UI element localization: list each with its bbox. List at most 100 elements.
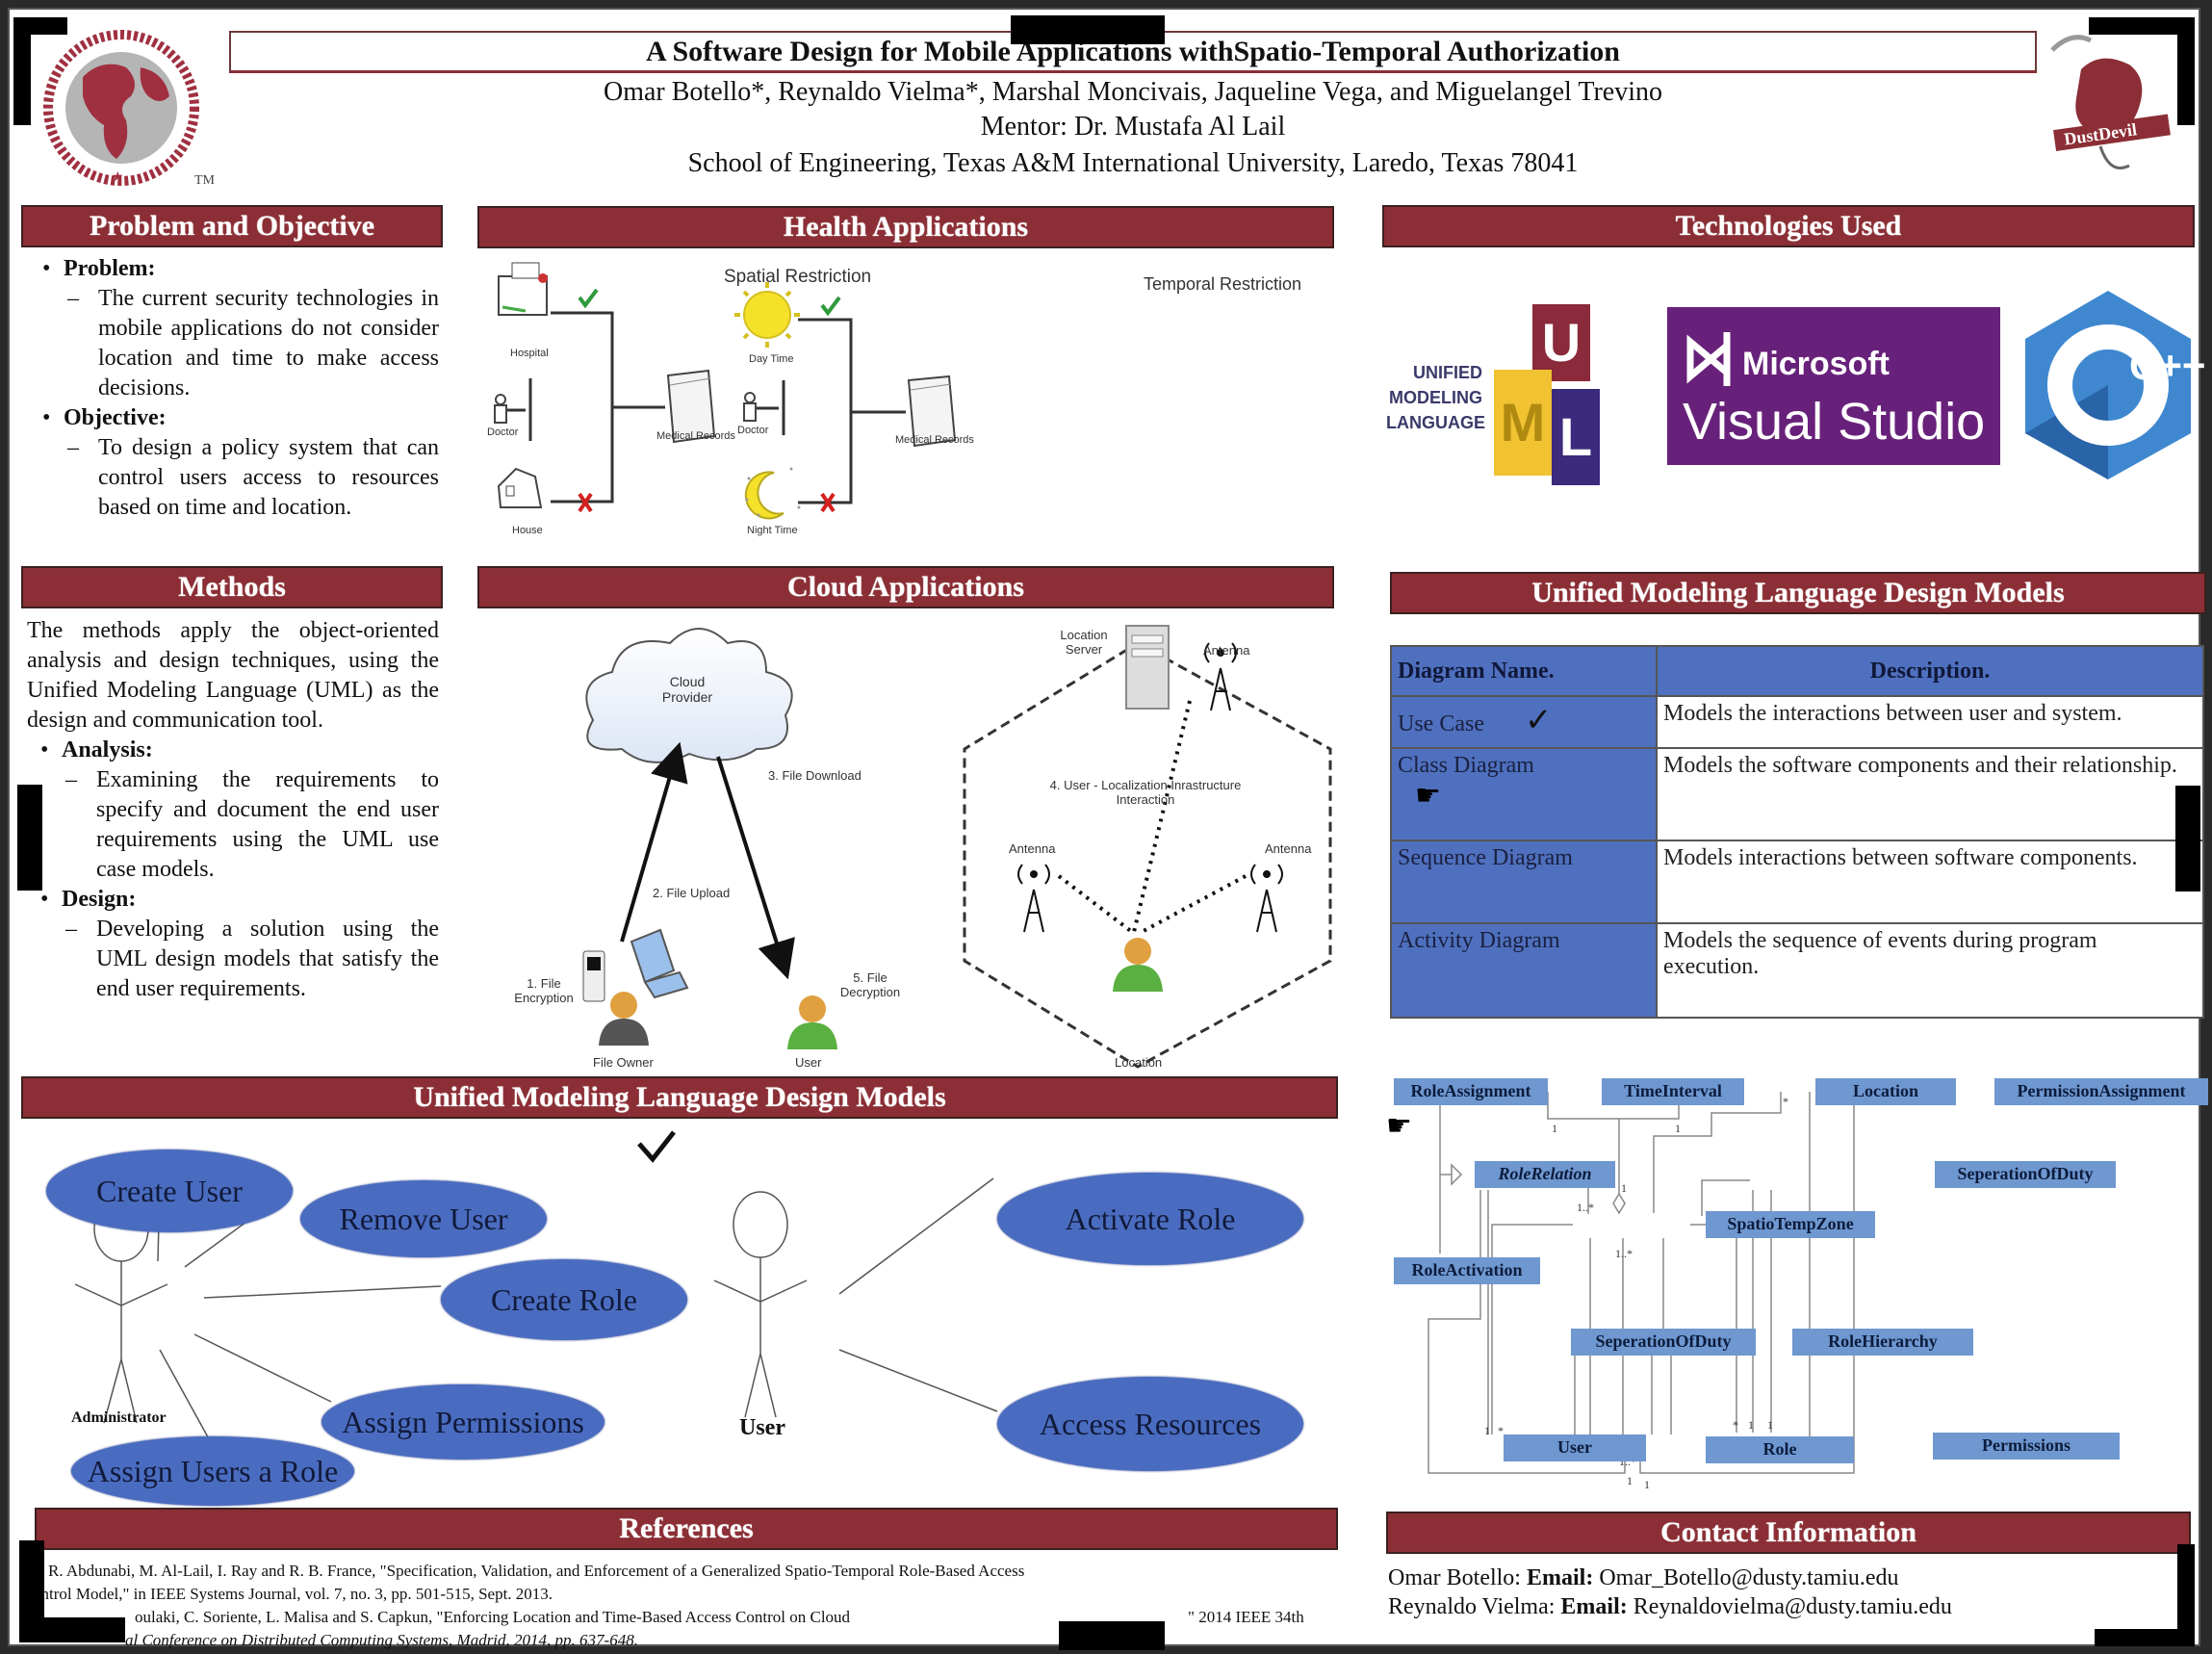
section-header-references: References [35,1508,1338,1550]
doctor-label: Doctor [737,425,769,436]
night-label: Night Time [747,525,798,536]
step-2-label: 2. File Upload [653,886,731,900]
antenna-label: Antenna [1265,841,1312,856]
reference-line: " 2014 IEEE 34th [1188,1608,1304,1626]
location-server-label: Location Server [1060,628,1108,657]
table-row: Class Diagram☛ Models the software compo… [1390,747,2204,841]
diagram-name: Activity Diagram [1390,922,1658,1019]
mentor-line: Mentor: Dr. Mustafa Al Lail [980,112,1286,142]
multiplicity: 1 [1767,1418,1773,1432]
antenna-label: Antenna [1203,643,1250,658]
step-4-label: 4. User - Localization Inrastructure Int… [1049,778,1242,807]
contact-list: Omar Botello: Email: Omar_Botello@dusty.… [1388,1564,2139,1621]
redaction-bar [1011,15,1165,44]
doctor-label: Doctor [487,426,519,438]
user-icon [787,995,837,1049]
antenna-label: Antenna [1009,841,1056,856]
methods-intro: The methods apply the object-oriented an… [27,618,439,733]
problem-text: The current security technologies in mob… [64,284,439,403]
visual-studio-logo: Microsoft Visual Studio [1667,307,2000,465]
check-icon [820,296,841,317]
class-spatio-temp-zone: SpatioTempZone [1706,1211,1875,1238]
reference-line: al Conference on Distributed Computing S… [125,1631,638,1649]
actor-label-administrator: Administrator [71,1409,167,1426]
table-header-row: Diagram Name. Description. [1390,645,2204,697]
uml-logo: UNIFIED MODELING LANGUAGE U M L [1386,298,1656,491]
uml-diagram-table: Diagram Name. Description. Use Case ✓ Mo… [1390,645,2204,1019]
class-role-activation: RoleActivation [1394,1257,1540,1284]
redaction-bar [2095,1629,2195,1646]
analysis-text: Examining the requirements to specify an… [62,765,439,885]
day-label: Day Time [749,353,794,365]
health-connectors [494,262,957,520]
methods-section: The methods apply the object-oriented an… [27,616,439,1004]
tamiu-seal-logo: ★ TM [35,29,218,193]
redaction-bar [1059,1621,1165,1650]
section-header-uml-table: Unified Modeling Language Design Models [1390,572,2206,614]
class-separation-of-duty-2: SeperationOfDuty [1571,1329,1756,1356]
svg-text:★: ★ [112,170,124,185]
multiplicity: 1 [1644,1478,1650,1491]
uml-letter-u: U [1532,304,1590,381]
uml-letter-l: L [1552,389,1600,485]
cross-icon [820,492,836,513]
cpp-label: C++ [2129,343,2205,388]
contact-entry: Reynaldo Vielma: Email: Reynaldovielma@d… [1388,1592,2139,1621]
references-list: R. Abdunabi, M. Al-Lail, I. Ray and R. B… [33,1560,1338,1652]
vs-icon [1686,332,1731,386]
diagram-name: Use Case [1398,711,1484,737]
redaction-bar [2089,17,2195,35]
section-header-technologies: Technologies Used [1382,205,2195,247]
step-5-label: 5. File Decryption [839,970,901,999]
moon-icon [744,467,801,520]
column-header-description: Description. [1656,645,2204,697]
location-label: Location [1115,1055,1163,1070]
contact-name: Reynaldo Vielma: [1388,1594,1556,1619]
diagram-description: Models interactions between software com… [1656,840,2204,924]
section-header-cloud: Cloud Applications [477,566,1334,608]
file-owner-label: File Owner [593,1055,654,1070]
objective-label: Objective: [64,405,167,430]
reference-line: oulaki, C. Soriente, L. Malisa and S. Ca… [135,1608,851,1626]
redaction-bar [17,785,42,891]
contact-email-label: Email: [1526,1565,1594,1590]
health-diagram: Spatial Restriction Temporal Restriction [477,255,1344,554]
user-label: User [795,1055,822,1070]
section-header-problem: Problem and Objective [21,205,443,247]
poster: ★ TM A Software Design for Mobile Applic… [8,8,2208,1650]
section-header-health: Health Applications [477,206,1334,248]
hospital-label: Hospital [510,348,549,359]
vs-line2: Visual Studio [1683,393,1986,451]
check-icon [578,288,599,309]
problem-section: Problem: The current security technologi… [29,254,439,523]
reference-line: ontrol Model," in IEEE Systems Journal, … [33,1585,553,1603]
use-case-remove-user: Remove User [300,1180,547,1257]
use-case-assign-permissions: Assign Permissions [322,1384,604,1460]
use-case-access-resources: Access Resources [997,1377,1303,1471]
section-header-use-case: Unified Modeling Language Design Models [21,1076,1338,1119]
spatial-title: Spatial Restriction [724,267,872,287]
uml-logo-text: LANGUAGE [1386,413,1485,432]
uml-logo-text: MODELING [1389,388,1482,407]
contact-email[interactable]: Omar_Botello@dusty.tamiu.edu [1599,1565,1899,1590]
sun-icon [734,282,800,348]
check-icon: ✓ [1524,703,1553,738]
uml-logo-text: UNIFIED [1413,363,1482,382]
actor-label-user: User [739,1415,785,1440]
contact-email[interactable]: Reynaldovielma@dusty.tamiu.edu [1633,1594,1952,1619]
check-icon [637,1130,676,1163]
cloud-diagram: Cloud Provider 1. File Encryption 2. Fil… [477,614,1344,1070]
antenna-icon [1017,642,1283,933]
cloud-provider-label: Cloud Provider [661,674,713,705]
hospital-icon [498,262,548,316]
contact-name: Omar Botello: [1388,1565,1521,1590]
class-diagram: 1 1 1..* 1 * 1..* 1..* 1 * * 1 1 1 1 ☛ R… [1384,1069,2212,1512]
redaction-bar [2177,1544,2195,1646]
tm-mark: TM [194,173,215,188]
step-3-label: 3. File Download [768,768,862,783]
temporal-title: Temporal Restriction [1144,274,1302,294]
use-case-create-user: Create User [46,1150,293,1232]
table-row: Activity Diagram Models the sequence of … [1390,922,2204,1019]
contact-email-label: Email: [1560,1594,1628,1619]
class-permission-assignment: PermissionAssignment [1994,1078,2208,1105]
